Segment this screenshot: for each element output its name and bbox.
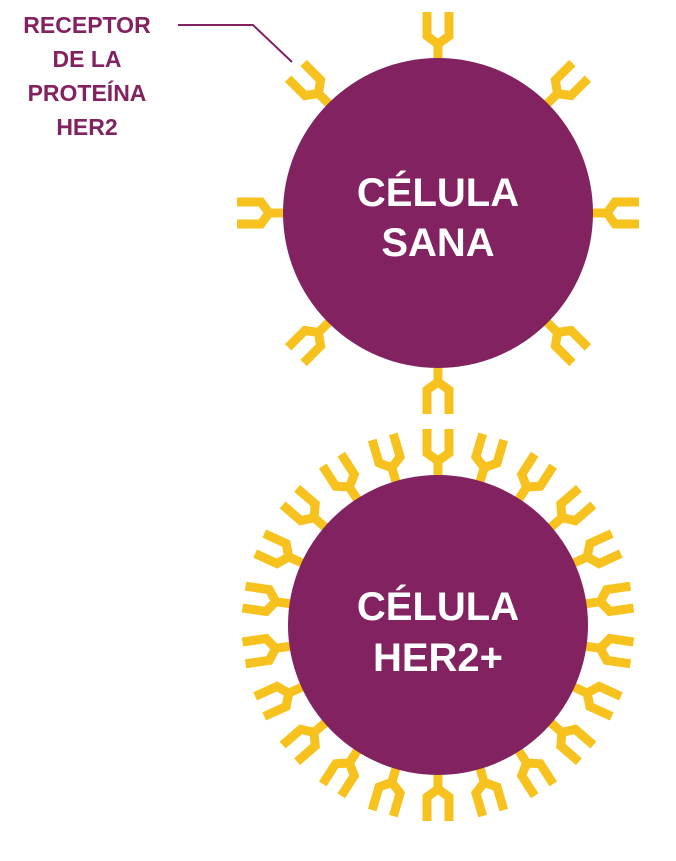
healthy-cell-label-line-1: CÉLULA	[357, 170, 519, 215]
receptor-label-line-2: DE LA	[52, 46, 122, 72]
receptor-leader-line	[178, 24, 293, 63]
her2-positive-cell: CÉLULA HER2+	[241, 429, 635, 821]
her2-positive-cell-label-line-1: CÉLULA	[357, 584, 519, 629]
receptor-label-line-3: PROTEÍNA	[27, 80, 147, 106]
receptor-label-line-4: HER2	[56, 114, 118, 140]
her2-positive-cell-body	[288, 475, 588, 775]
healthy-cell-receptors	[237, 12, 639, 414]
her2-positive-cell-label-line-2: HER2+	[373, 636, 503, 680]
receptor-label-line-1: RECEPTOR	[23, 12, 151, 38]
healthy-cell-body	[283, 58, 593, 368]
healthy-cell: CÉLULA SANA	[237, 12, 639, 414]
healthy-cell-label-line-2: SANA	[381, 221, 494, 265]
